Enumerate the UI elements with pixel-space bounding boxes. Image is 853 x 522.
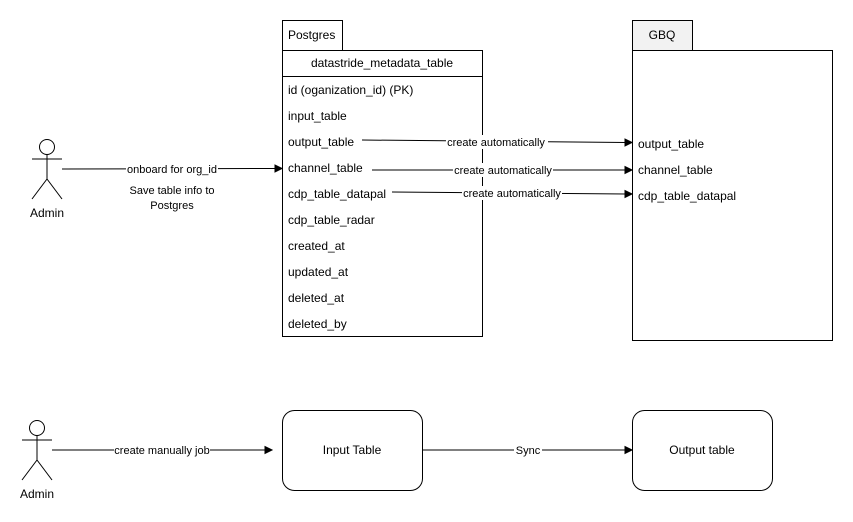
gbq-tab-label: GBQ — [649, 28, 676, 42]
output-table-box — [632, 410, 773, 491]
gbq-field-output-table: output_table — [638, 137, 704, 151]
manual-job-edge[interactable]: create manually job — [52, 443, 274, 457]
gbq-field-channel-table: channel_table — [638, 163, 713, 177]
sync-label: Sync — [516, 445, 541, 457]
auto-channel-label: create automatically — [454, 165, 552, 177]
actor-leg-left — [31, 178, 48, 200]
label-bg — [514, 443, 542, 457]
postgres-tab — [282, 20, 343, 51]
arrowhead — [624, 165, 634, 175]
label-bg — [126, 162, 218, 176]
sync-edge[interactable]: Sync — [422, 443, 634, 457]
auto-channel-edge[interactable]: create automatically — [372, 163, 634, 177]
output-table-node[interactable]: Output table — [632, 410, 773, 491]
field-channel-table: channel_table — [288, 161, 363, 175]
input-table-label: Input Table — [323, 443, 382, 457]
field-id: id (oganization_id) (PK) — [288, 83, 413, 97]
actor-head — [39, 139, 55, 155]
postgres-package[interactable]: Postgres datastride_metadata_table id (o… — [282, 20, 483, 337]
field-cdp-table-radar: cdp_table_radar — [288, 213, 375, 227]
label-bg — [114, 443, 210, 457]
onboard-edge[interactable]: onboard for org_id Save table info to Po… — [61, 162, 284, 212]
gbq-table — [632, 50, 833, 341]
actor-leg-right — [36, 459, 53, 481]
admin-label-bottom: Admin — [20, 487, 54, 501]
manual-job-label: create manually job — [114, 445, 209, 457]
arrowhead — [264, 445, 274, 455]
label-bg — [462, 186, 562, 200]
admin-actor-top[interactable]: Admin — [30, 139, 64, 221]
field-updated-at: updated_at — [288, 265, 349, 279]
onboard-note-line1: Save table info to — [129, 185, 214, 197]
field-cdp-table-datapal: cdp_table_datapal — [288, 187, 386, 201]
auto-output-label: create automatically — [447, 137, 545, 149]
label-bg — [453, 163, 553, 177]
gbq-package[interactable]: GBQ output_table channel_table cdp_table… — [632, 20, 833, 341]
actor-leg-left — [21, 459, 38, 481]
field-deleted-by: deleted_by — [288, 317, 347, 331]
arrowhead — [624, 138, 634, 147]
actor-head — [29, 420, 45, 436]
label-bg — [446, 135, 548, 149]
field-output-table: output_table — [288, 135, 354, 149]
input-table-node[interactable]: Input Table — [282, 410, 423, 491]
field-created-at: created_at — [288, 239, 345, 253]
postgres-tab-label: Postgres — [288, 28, 335, 42]
postgres-table-title: datastride_metadata_table — [311, 56, 453, 70]
admin-actor-bottom[interactable]: Admin — [20, 420, 54, 502]
postgres-table — [282, 50, 483, 337]
arrowhead — [624, 445, 634, 455]
arrowhead — [274, 164, 284, 173]
onboard-note-line2: Postgres — [150, 200, 194, 212]
field-deleted-at: deleted_at — [288, 291, 345, 305]
auto-datapal-label: create automatically — [463, 188, 561, 200]
field-input-table: input_table — [288, 109, 347, 123]
auto-datapal-edge[interactable]: create automatically — [391, 186, 634, 200]
arrowhead — [624, 189, 634, 199]
gbq-field-cdp-table-datapal: cdp_table_datapal — [638, 189, 736, 203]
actor-leg-right — [46, 178, 63, 200]
auto-output-edge[interactable]: create automatically — [361, 135, 634, 149]
output-table-label: Output table — [669, 443, 735, 457]
onboard-label: onboard for org_id — [127, 164, 217, 176]
admin-label-top: Admin — [30, 206, 64, 220]
